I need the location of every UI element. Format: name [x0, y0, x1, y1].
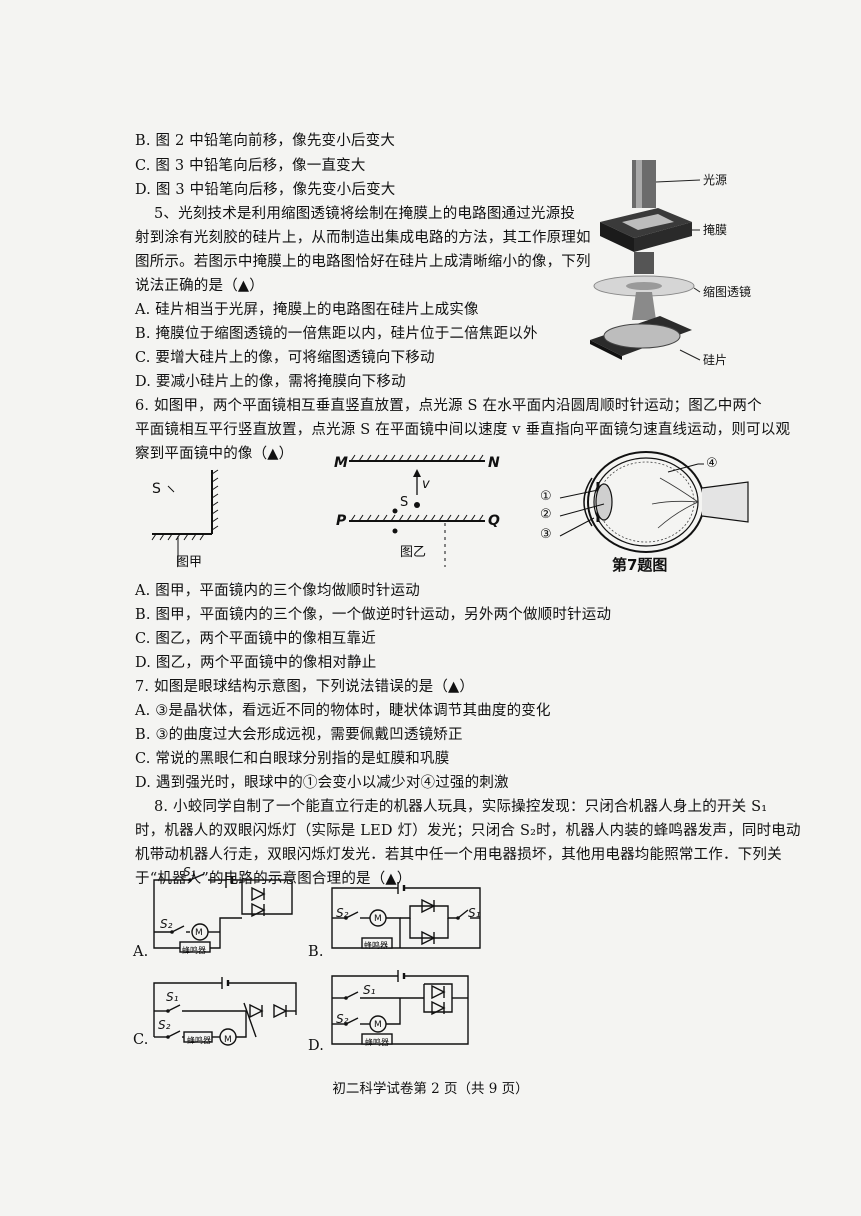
- q5-stem-2: 射到涂有光刻胶的硅片上，从而制造出集成电路的方法，其工作原理如: [135, 230, 591, 246]
- q7-option-c: C. 常说的黑眼仁和白眼球分别指的是虹膜和巩膜: [135, 751, 450, 767]
- lithography-figure: [590, 160, 701, 361]
- circuit-b-motor: M: [374, 914, 382, 924]
- circuit-a-s1: S₁: [183, 865, 196, 879]
- circuit-c-s1: S₁: [166, 990, 179, 1004]
- label-mask: 掩膜: [703, 223, 728, 237]
- label-wafer: 硅片: [703, 353, 728, 367]
- fig-yi-label-v: v: [422, 477, 430, 492]
- label-reduction-lens: 缩图透镜: [703, 285, 752, 299]
- q6-option-b: B. 图甲，平面镜内的三个像，一个做逆时针运动，另外两个做顺时针运动: [135, 607, 612, 623]
- circuit-c-option-label: C.: [133, 1032, 149, 1048]
- circuit-c-motor: M: [224, 1035, 232, 1045]
- q7-stem: 7. 如图是眼球结构示意图，下列说法错误的是（▲）: [135, 679, 475, 695]
- q8-stem-2: 时，机器人的双眼闪烁灯（实际是 LED 灯）发光；只闭合 S₂时，机器人内装的蜂…: [135, 823, 801, 839]
- q5-stem-3: 图所示。若图示中掩膜上的电路图恰好在硅片上成清晰缩小的像，下列: [135, 254, 591, 270]
- circuit-a: [153, 872, 293, 953]
- q5-option-a: A. 硅片相当于光屏，掩膜上的电路图在硅片上成实像: [135, 302, 479, 318]
- fig-yi-label-m: M: [334, 455, 348, 471]
- page-footer: 初二科学试卷第 2 页（共 9 页）: [332, 1081, 529, 1097]
- fig-jia-point-s: S: [152, 481, 161, 497]
- circuit-d-option-label: D.: [308, 1038, 325, 1054]
- circuit-a-option-label: A.: [133, 944, 149, 960]
- q8-stem-4: 于“机器人”的电路的示意图合理的是（▲）: [135, 871, 412, 887]
- circuit-c: [153, 977, 297, 1046]
- q7-option-d: D. 遇到强光时，眼球中的①会变小以减少对④过强的刺激: [135, 775, 509, 791]
- circuit-d-s2: S₂: [336, 1012, 349, 1026]
- circuit-a-s2: S₂: [160, 917, 173, 931]
- eye-label-3: ③: [540, 527, 552, 542]
- circuit-d-motor: M: [374, 1020, 382, 1030]
- q5-stem-1: 5、光刻技术是利用缩图透镜将绘制在掩膜上的电路图通过光源投: [154, 206, 576, 222]
- circuit-b-s2: S₂: [336, 906, 349, 920]
- circuit-c-s2: S₂: [158, 1018, 171, 1032]
- fig-yi-label-q: Q: [488, 513, 500, 529]
- q5-stem-4: 说法正确的是（▲）: [135, 278, 264, 294]
- circuit-b-buzzer: 蜂鸣器: [364, 941, 388, 950]
- q6-stem-1: 6. 如图甲，两个平面镜相互垂直竖直放置，点光源 S 在水平面内沿圆周顺时针运动…: [135, 398, 762, 414]
- q6-option-a: A. 图甲，平面镜内的三个像均做顺时针运动: [135, 583, 420, 599]
- q4-option-b: B. 图 2 中铅笔向前移，像先变小后变大: [135, 133, 396, 149]
- q8-stem-3: 机带动机器人行走，双眼闪烁灯发光．若其中任一个用电器损坏，其他用电器均能照常工作…: [135, 847, 782, 863]
- q7-option-a: A. ③是晶状体，看远近不同的物体时，睫状体调节其曲度的变化: [135, 703, 551, 719]
- eye-label-4: ④: [706, 456, 718, 471]
- circuit-d: [331, 970, 469, 1045]
- q5-option-d: D. 要减小硅片上的像，需将掩膜向下移动: [135, 374, 406, 390]
- q4-option-c: C. 图 3 中铅笔向后移，像一直变大: [135, 158, 366, 174]
- circuit-c-buzzer: 蜂鸣器: [187, 1036, 211, 1045]
- circuit-b: [331, 882, 481, 949]
- circuit-d-s1: S₁: [363, 983, 376, 997]
- fig-jia-caption: 图甲: [176, 555, 203, 570]
- fig-yi-label-s: S: [400, 495, 409, 510]
- label-light-source: 光源: [703, 173, 728, 187]
- circuit-a-buzzer: 蜂鸣器: [182, 946, 206, 955]
- circuit-b-option-label: B.: [308, 944, 324, 960]
- eye-figure-caption: 第7题图: [612, 556, 668, 574]
- eye-structure-figure: [559, 451, 749, 553]
- q8-stem-1: 8. 小蛟同学自制了一个能直立行走的机器人玩具，实际操控发现：只闭合机器人身上的…: [154, 799, 768, 815]
- figure-jia-perpendicular-mirrors: [151, 469, 219, 566]
- circuit-d-buzzer: 蜂鸣器: [365, 1038, 389, 1047]
- fig-yi-label-n: N: [488, 455, 500, 471]
- circuit-a-motor: M: [195, 928, 203, 938]
- q6-option-c: C. 图乙，两个平面镜中的像相互靠近: [135, 631, 376, 647]
- q4-option-d: D. 图 3 中铅笔向后移，像先变小后变大: [135, 182, 396, 198]
- q5-option-b: B. 掩膜位于缩图透镜的一倍焦距以内，硅片位于二倍焦距以外: [135, 326, 538, 342]
- fig-yi-caption: 图乙: [400, 545, 427, 560]
- q5-option-c: C. 要增大硅片上的像，可将缩图透镜向下移动: [135, 350, 435, 366]
- figure-yi-parallel-mirrors: [349, 454, 485, 567]
- q6-option-d: D. 图乙，两个平面镜中的像相对静止: [135, 655, 377, 671]
- q6-stem-3: 察到平面镜中的像（▲）: [135, 446, 294, 462]
- q7-option-b: B. ③的曲度过大会形成远视，需要佩戴凹透镜矫正: [135, 727, 463, 743]
- eye-label-1: ①: [540, 489, 552, 504]
- circuit-b-s1: S₁: [468, 906, 481, 920]
- eye-label-2: ②: [540, 507, 552, 522]
- q6-stem-2: 平面镜相互平行竖直放置，点光源 S 在平面镜中间以速度 v 垂直指向平面镜匀速直…: [135, 422, 791, 438]
- fig-yi-label-p: P: [336, 513, 347, 529]
